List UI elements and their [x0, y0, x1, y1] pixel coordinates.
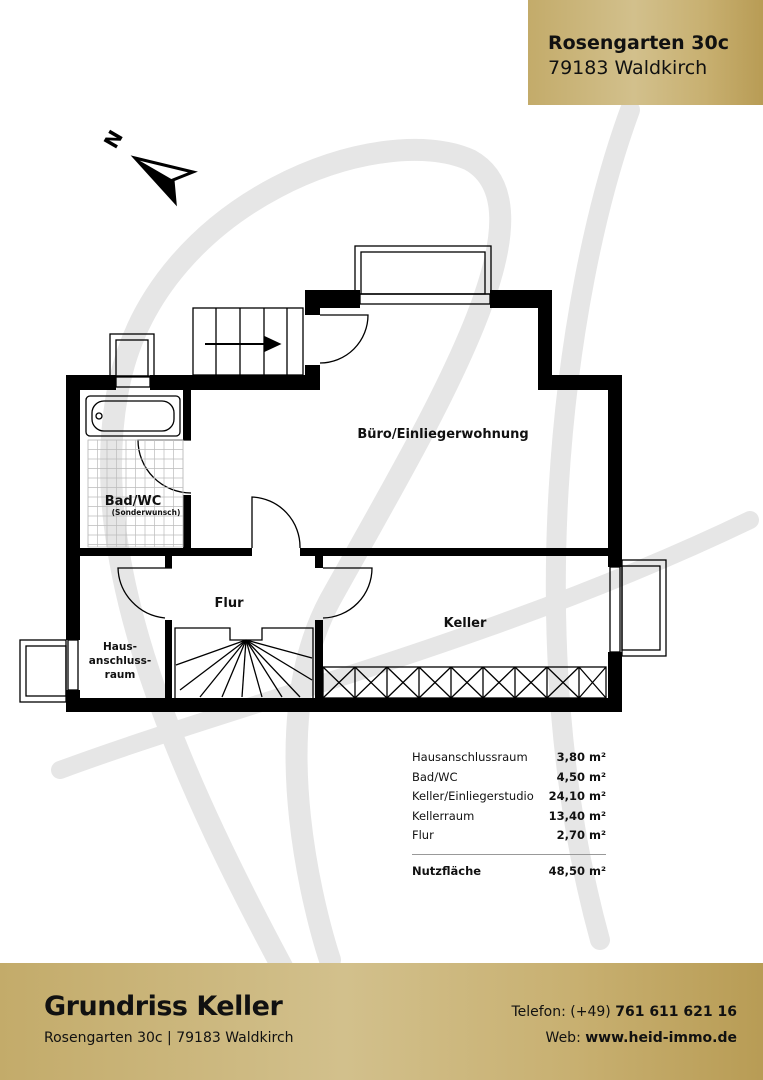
area-row: Bad/WC 4,50 m²: [412, 770, 606, 790]
footer-title: Grundriss Keller: [44, 991, 283, 1022]
area-row: Kellerraum 13,40 m²: [412, 809, 606, 829]
room-label-keller: Keller: [444, 616, 487, 631]
phone-label: Telefon: (+49): [511, 1004, 611, 1020]
room-label-flur: Flur: [214, 596, 244, 611]
room-label-haus-1: Haus-: [103, 641, 137, 653]
room-label-haus-3: raum: [105, 669, 136, 681]
room-label-bad: Bad/WC: [105, 494, 162, 509]
area-row: Keller/Einliegerstudio 24,10 m²: [412, 789, 606, 809]
footer-address: Rosengarten 30c | 79183 Waldkirch: [44, 1030, 294, 1046]
area-name: Flur: [412, 828, 434, 842]
bathtub-icon: [85, 395, 181, 437]
area-name: Kellerraum: [412, 808, 475, 823]
area-name: Hausanschlussraum: [412, 750, 528, 764]
address-city: 79183 Waldkirch: [548, 57, 708, 79]
room-note-bad: (Sonderwunsch): [112, 508, 181, 517]
north-arrow-icon: N: [99, 126, 198, 207]
inner-stair: [174, 627, 314, 698]
area-name: Bad/WC: [412, 769, 458, 784]
tile-pattern: [87, 439, 184, 548]
area-name: Keller/Einliegerstudio: [412, 789, 534, 803]
phone-number[interactable]: 761 611 621 16: [615, 1004, 737, 1020]
footer: Grundriss Keller Rosengarten 30c | 79183…: [0, 963, 763, 1080]
walls: [66, 290, 622, 712]
area-table: Hausanschlussraum 3,80 m² Bad/WC 4,50 m² K…: [412, 750, 606, 883]
windows-doors: [67, 293, 621, 691]
web-label: Web:: [545, 1030, 581, 1046]
area-value: 24,10 m²: [548, 789, 606, 803]
room-label-haus-2: anschluss-: [89, 655, 151, 667]
total-label: Nutzfläche: [412, 863, 482, 878]
storage-shelf: [322, 666, 607, 699]
room-label-buero: Büro/Einliegerwohnung: [357, 427, 528, 442]
address-box: Rosengarten 30c 79183 Waldkirch: [528, 0, 763, 105]
footer-phone: Telefon: (+49) 761 611 621 16: [511, 1004, 737, 1020]
footer-web: Web: www.heid-immo.de: [546, 1030, 737, 1046]
area-total-row: Nutzfläche 48,50 m²: [412, 864, 606, 884]
area-value: 13,40 m²: [548, 808, 606, 823]
area-value: 2,70 m²: [556, 828, 606, 842]
total-value: 48,50 m²: [548, 863, 606, 878]
area-row: Hausanschlussraum 3,80 m²: [412, 750, 606, 770]
address-street: Rosengarten 30c: [548, 32, 730, 54]
web-link[interactable]: www.heid-immo.de: [585, 1030, 737, 1046]
divider: [412, 853, 606, 855]
area-value: 3,80 m²: [556, 750, 606, 764]
area-row: Flur 2,70 m²: [412, 828, 606, 848]
compass-label: N: [99, 126, 128, 153]
area-value: 4,50 m²: [556, 769, 606, 784]
floor-plan: N: [19, 126, 667, 712]
outside-stair: [192, 307, 304, 376]
